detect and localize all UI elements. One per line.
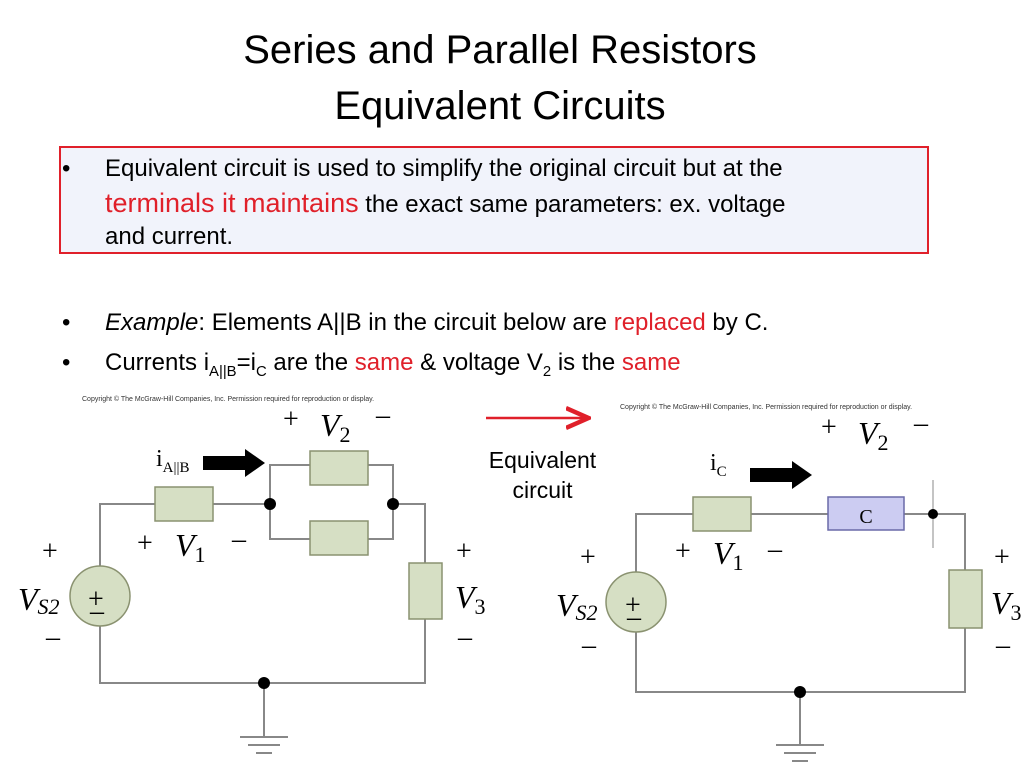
left-v1-plus: + [137,528,153,559]
right-current-label: iC [710,450,727,480]
right-current-arrow-icon [750,461,812,489]
right-circuit [635,480,966,762]
currents-text-5: is the [551,349,622,376]
left-wire-branch-a-out [368,464,394,504]
currents-same-1: same [354,349,414,376]
right-element-c [827,496,905,531]
left-resistor-b [309,520,369,556]
left-v1-label: V1 [175,527,206,567]
currents-sub-3: 2 [542,363,552,380]
page-subtitle: Equivalent Circuits [334,84,666,128]
left-node [264,498,276,510]
left-v3-plus: + [456,536,472,567]
definition-text-3: and current. [105,223,234,250]
left-current-label: iA||B [156,446,190,476]
right-v2-minus: – [913,408,929,439]
currents-sub-2: C [255,363,267,380]
bullet-dot: • [62,155,71,182]
left-current-arrow-icon [203,449,265,477]
bullet-dot: • [62,349,71,376]
example-text-2: by C. [705,309,769,336]
left-node [387,498,399,510]
definition-text-2: the exact same parameters: ex. voltage [358,191,786,218]
right-resistor-1 [692,496,752,532]
definition-callout [59,146,929,254]
left-wire-right [393,503,426,563]
left-voltage-source [69,565,131,627]
right-wire-bottom [635,628,966,693]
left-node [258,677,270,689]
right-v1-plus: + [675,536,691,567]
right-v3-minus: – [995,630,1011,661]
right-node [928,509,938,519]
right-v2-plus: + [821,412,837,443]
right-node [794,686,806,698]
left-v2-label: V2 [320,407,351,447]
definition-highlight: terminals it maintains [105,188,359,218]
example-label: Example [105,309,199,336]
left-wire-bottom [99,619,426,684]
right-v1-minus: – [767,534,783,565]
right-v3-plus: + [994,542,1010,573]
bullet-dot: • [62,309,71,336]
example-replaced: replaced [613,309,706,336]
left-v2-plus: + [283,404,299,435]
right-resistor-3 [948,569,983,629]
left-circuit [99,464,426,754]
right-v3-label: V3 [991,585,1022,625]
currents-same-2: same [621,349,681,376]
left-vs-minus: – [45,622,61,653]
copyright-right: Copyright © The McGraw-Hill Companies, I… [620,404,913,411]
currents-text-4: & voltage V [413,349,543,376]
right-source-plus: + [625,590,641,621]
equivalent-label-line-2: circuit [512,477,573,503]
example-bullet: • Example: Elements A||B in the circuit … [62,306,962,340]
left-vs-label: VS2 [18,581,60,619]
right-v1-label: V1 [713,535,744,575]
right-wire-left [635,513,693,576]
currents-text-3: are the [266,349,355,376]
page-title: Series and Parallel Resistors [243,28,757,72]
left-v3-label: V3 [455,579,486,619]
definition-text-1: Equivalent circuit is used to simplify t… [105,155,783,182]
right-element-c-label: C [859,506,872,528]
left-v2-minus: – [375,400,391,431]
left-wire-left [99,503,155,590]
left-v1-minus: – [231,524,247,555]
left-resistor-3 [408,562,443,620]
left-wire-branch-b-out [368,504,394,540]
definition-bullet: • Equivalent circuit is used to simplify… [62,152,922,252]
left-source-plus: + [88,584,104,615]
equivalent-circuit-label: Equivalent circuit [470,445,615,505]
right-vs-plus: + [580,542,596,573]
left-wire-branch-a-in [269,464,310,504]
left-v3-minus: – [457,622,473,653]
left-source-minus: – [89,596,105,627]
right-v2-label: V2 [858,415,889,455]
currents-bullet: • Currents iA||B=iC are the same & volta… [62,346,962,386]
example-text-1: : Elements A||B in the circuit below are [198,309,614,336]
right-vs-label: VS2 [556,587,598,625]
left-vs-plus: + [42,536,58,567]
right-voltage-source [605,571,667,633]
left-resistor-1 [154,486,214,522]
left-resistor-a [309,450,369,486]
currents-sub-1: A||B [209,363,237,380]
equivalent-label-line-1: Equivalent [488,447,597,473]
currents-text-1: Currents i [105,349,210,376]
left-wire-branch-b-in [269,504,310,540]
right-vs-minus: – [581,630,597,661]
right-source-minus: – [626,602,642,633]
currents-text-2: =i [236,349,256,376]
copyright-left: Copyright © The McGraw-Hill Companies, I… [82,396,375,403]
right-wire-right [935,513,966,570]
